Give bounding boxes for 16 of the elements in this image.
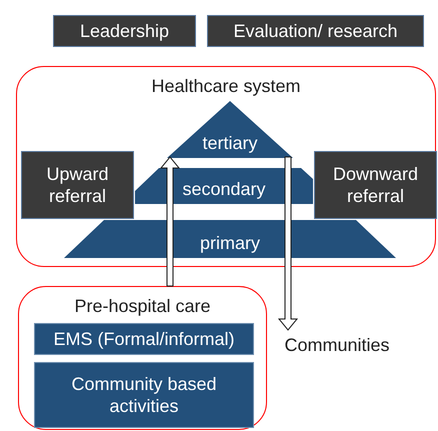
panel-title: Healthcare system — [150, 75, 302, 98]
label-box: Leadership — [53, 15, 196, 47]
rounded-panel — [18, 286, 267, 430]
activity-box: Community based activities — [34, 362, 254, 428]
activity-box: EMS (Formal/informal) — [34, 323, 254, 355]
rounded-panel — [16, 66, 436, 267]
pyramid-tier: primary — [64, 220, 396, 258]
pyramid-tier: secondary — [135, 168, 313, 204]
label-box: Evaluation/ research — [207, 15, 424, 47]
label-box: Upward referral — [21, 151, 134, 219]
block-arrow — [160, 156, 180, 286]
text-label: Communities — [272, 330, 402, 360]
pyramid-tier: tertiary — [167, 101, 293, 158]
block-arrow — [278, 156, 298, 331]
label-box: Downward referral — [314, 151, 437, 219]
panel-title: Pre-hospital care — [73, 295, 212, 318]
